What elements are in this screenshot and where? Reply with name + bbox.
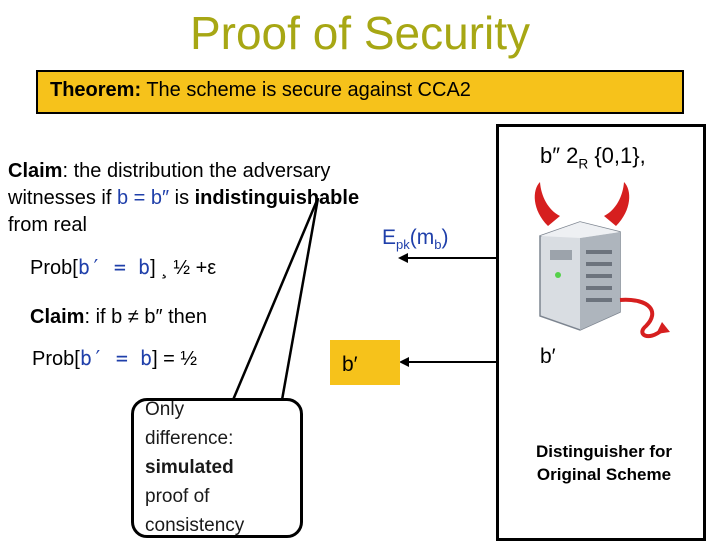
callout-pointer-left [231, 197, 320, 401]
challenge-bit-var: b″ 2 [540, 143, 579, 168]
theorem-text: The scheme is secure against CCA2 [141, 79, 471, 101]
slide-title: Proof of Security [189, 7, 531, 59]
bprime-right: b′ [540, 345, 556, 368]
encryption-label: Epk(mb) [382, 226, 449, 252]
claim1-label: Claim [8, 160, 63, 182]
encryption-arrowhead [398, 253, 408, 263]
answer-arrowhead [399, 357, 409, 367]
challenge-bit-sub: R [578, 156, 589, 172]
prob2-suffix: ] = ½ [152, 348, 198, 370]
challenge-bit: b″ 2R {0,1}, [540, 143, 646, 171]
callout-line-3: simulated [145, 457, 234, 478]
claim1-text-a: : the distribution the adversary witness… [8, 160, 331, 209]
claim-unequal: Claim: if b ≠ b″ then [30, 306, 207, 329]
devil-server-icon [534, 182, 670, 339]
prob2-expr: b′ = b [79, 346, 153, 370]
claim1-text-c: from real [8, 214, 87, 236]
callout-pointer-right [280, 197, 320, 401]
claim2-text: : if b ≠ b″ then [84, 306, 208, 328]
claim1-text-b: is [169, 187, 195, 209]
prob2-prefix: Prob[ [32, 348, 80, 370]
claim2-label: Claim [30, 306, 85, 328]
callout-line-2: difference: [145, 428, 234, 449]
claim1-condition: b = b″ [116, 187, 170, 209]
epk-base: E [382, 226, 397, 249]
distinguisher-line-1: Distinguisher for [535, 442, 672, 461]
callout-bubble [131, 398, 303, 538]
prob1-expr: b′ = b [77, 255, 151, 279]
probability-bound-2: Prob[b′ = b] = ½ [32, 346, 197, 371]
callout-line-1: Only [145, 399, 185, 420]
bprime-highlight [330, 340, 400, 385]
epk-arg-sub: b [434, 237, 442, 253]
challenge-bit-set: {0,1}, [588, 143, 646, 168]
prob1-prefix: Prob[ [30, 257, 78, 279]
bprime-left: b′ [342, 353, 358, 376]
probability-bound-1: Prob[b′ = b] ¸ ½ +ε [30, 255, 216, 280]
distinguisher-line-2: Original Scheme [536, 465, 672, 484]
callout-line-4: proof of [145, 486, 210, 507]
callout-text: Only difference: simulated proof of consiste… [145, 395, 244, 540]
epk-sub: pk [396, 237, 410, 253]
epk-arg-close: ) [441, 226, 449, 249]
callout-line-5: consistency [145, 515, 245, 536]
distinguisher-box [496, 124, 706, 541]
theorem-label: Theorem: [50, 79, 142, 101]
prob1-suffix: ] ¸ ½ +ε [150, 257, 217, 279]
epk-arg-open: (m [409, 226, 435, 249]
theorem-statement: Theorem: The scheme is secure against CC… [50, 79, 471, 102]
theorem-box [36, 70, 684, 114]
